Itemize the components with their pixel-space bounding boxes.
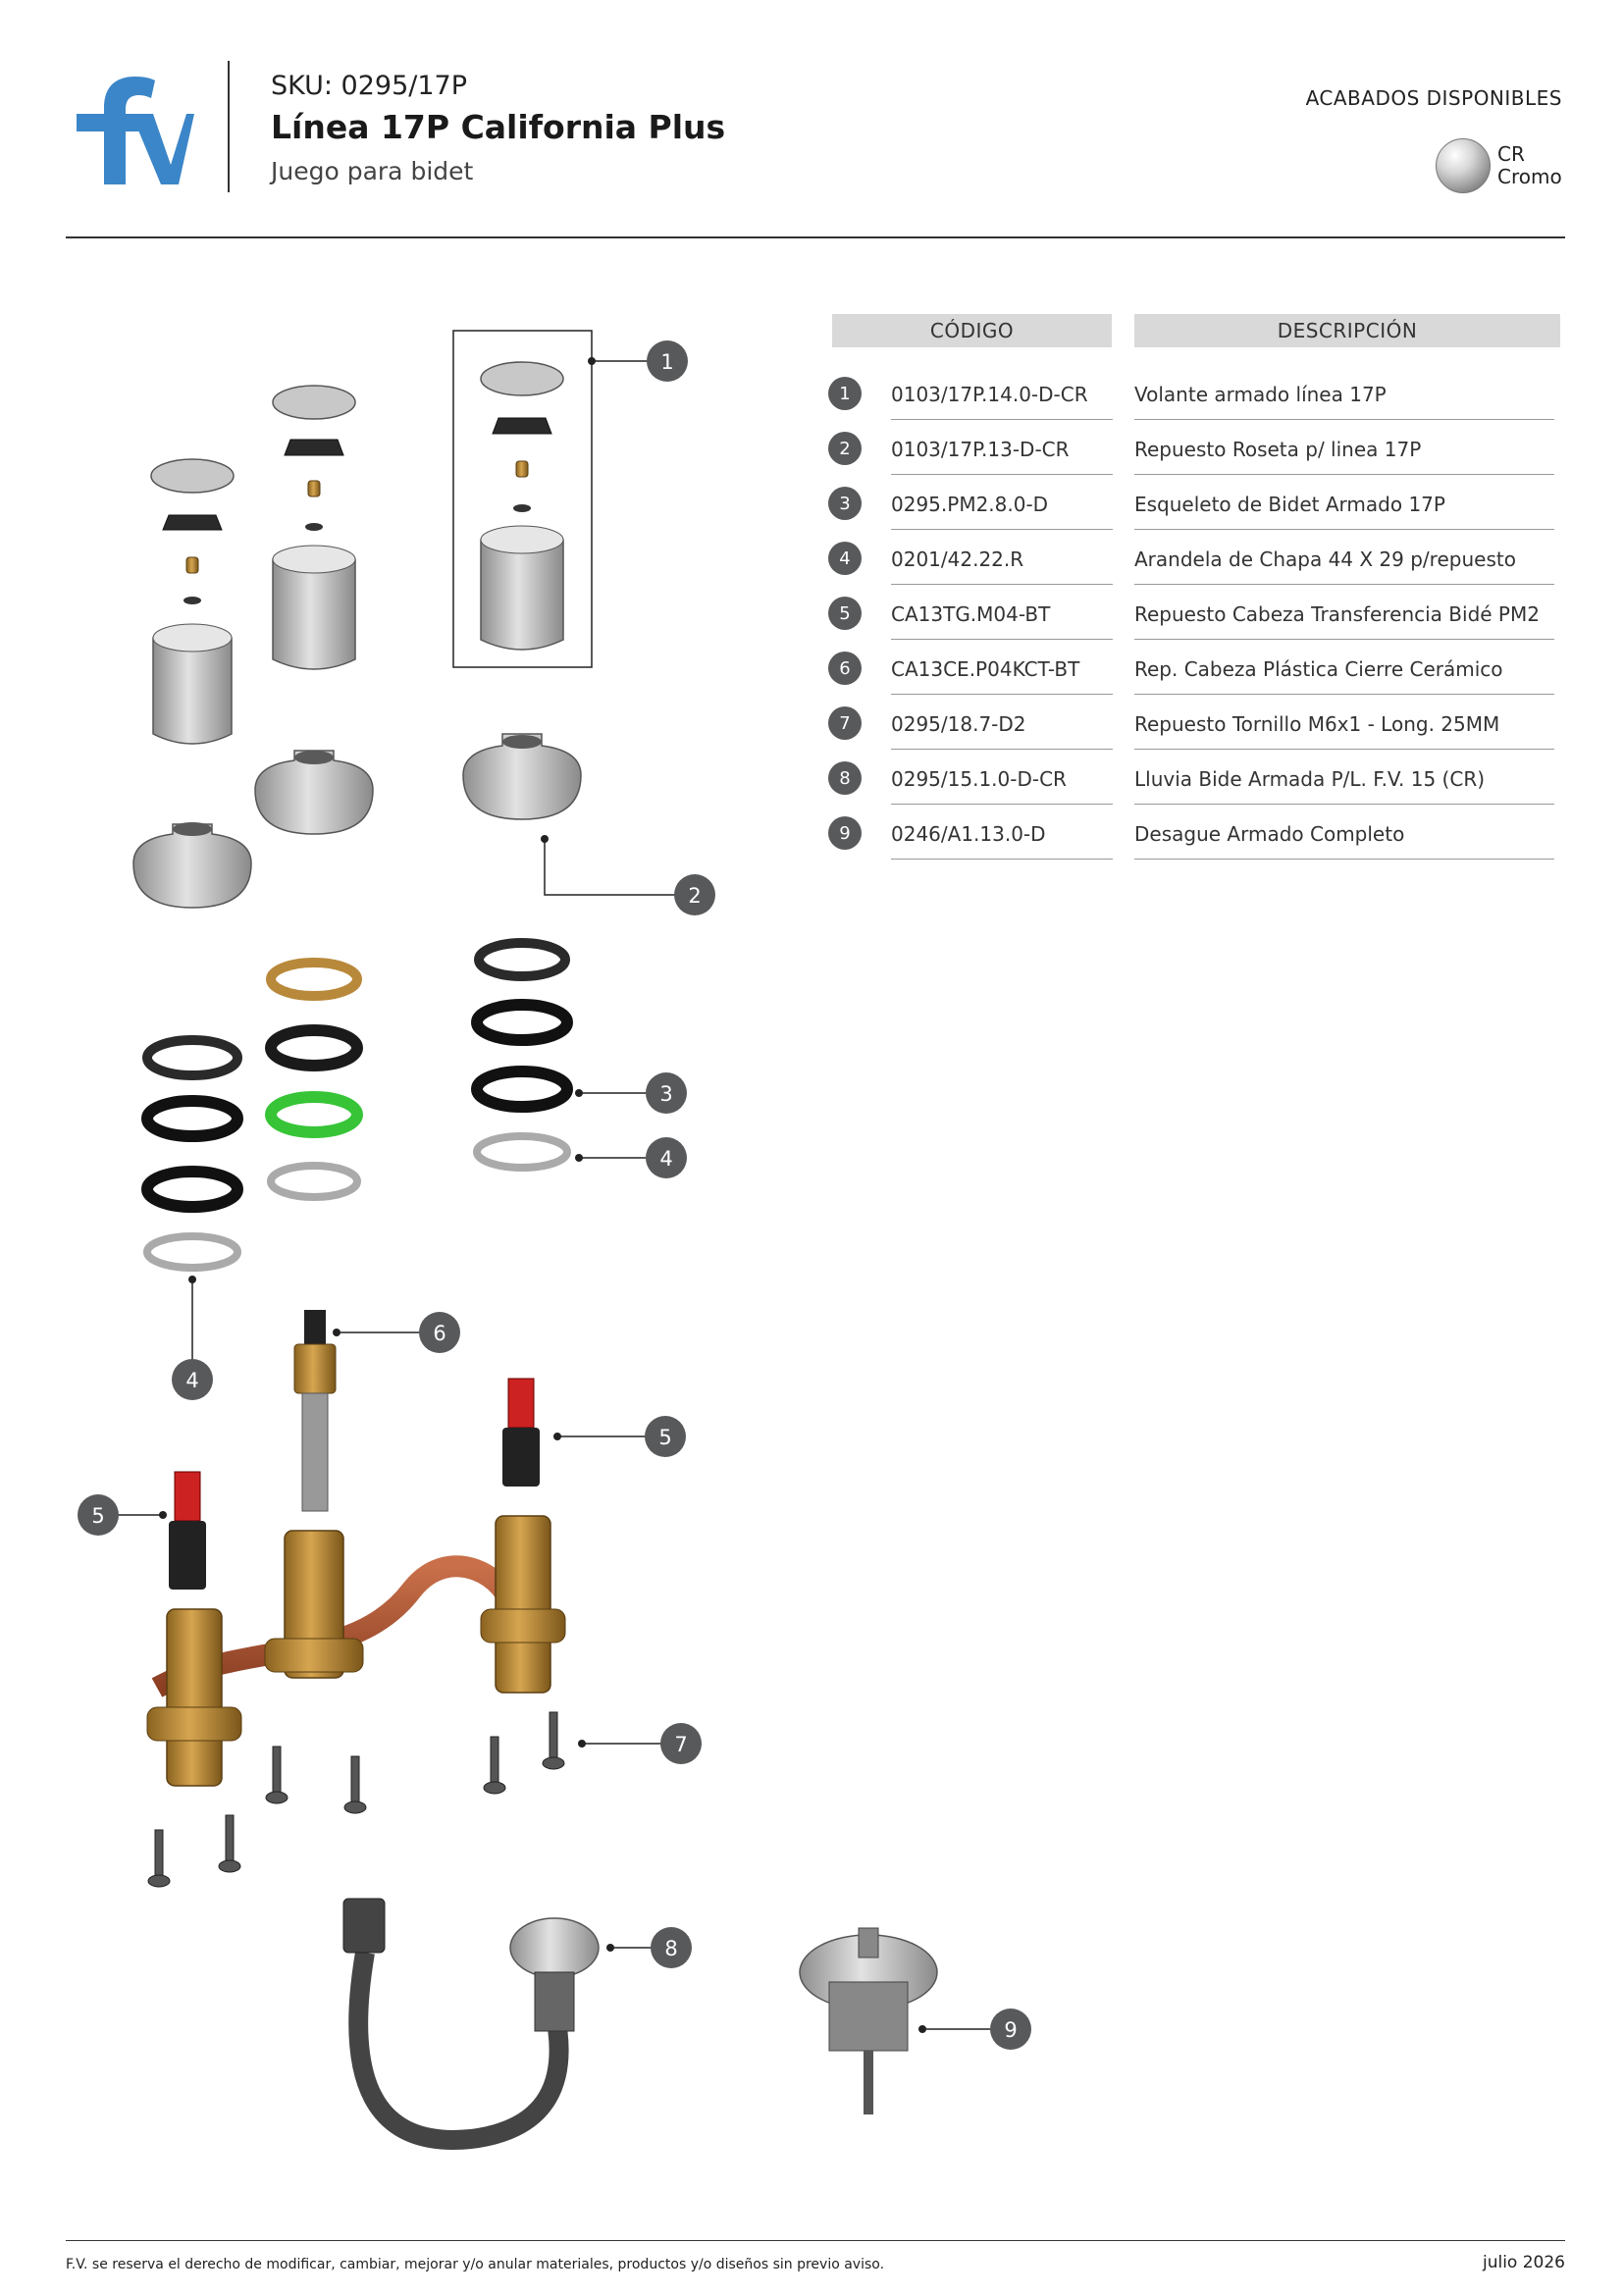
callout-badge: 4 — [172, 1359, 213, 1400]
chrome-finish-swatch — [1436, 138, 1491, 193]
part-code: CA13TG.M04-BT — [891, 602, 1051, 626]
row-divider — [891, 749, 1113, 750]
svg-text:9: 9 — [1004, 2018, 1017, 2042]
row-number-badge: 1 — [828, 377, 862, 410]
part-code: 0201/42.22.R — [891, 548, 1024, 571]
row-number-badge: 8 — [828, 761, 862, 795]
part-description: Desague Armado Completo — [1134, 822, 1405, 846]
row-divider — [1134, 859, 1554, 860]
row-divider — [891, 804, 1113, 805]
callout-badge: 8 — [651, 1927, 692, 1968]
row-divider — [891, 639, 1113, 640]
callout-badge: 2 — [674, 874, 715, 915]
row-number-badge: 6 — [828, 652, 862, 685]
sku-label: SKU: 0295/17P — [271, 71, 468, 101]
svg-text:3: 3 — [659, 1082, 672, 1106]
row-divider — [891, 529, 1113, 530]
footer-divider — [66, 2240, 1565, 2241]
part-description: Arandela de Chapa 44 X 29 p/repuesto — [1134, 548, 1516, 571]
table-row: 9 0246/A1.13.0-D Desague Armado Completo — [824, 805, 1560, 860]
row-divider — [1134, 584, 1554, 585]
finish-name: Cromo — [1497, 165, 1562, 188]
svg-text:4: 4 — [659, 1147, 672, 1171]
header-divider — [66, 236, 1565, 238]
svg-text:4: 4 — [185, 1369, 198, 1392]
part-description: Esqueleto de Bidet Armado 17P — [1134, 493, 1445, 516]
part-code: CA13CE.P04KCT-BT — [891, 657, 1080, 681]
row-divider — [891, 419, 1113, 420]
part-code: 0103/17P.14.0-D-CR — [891, 383, 1088, 406]
table-row: 7 0295/18.7-D2 Repuesto Tornillo M6x1 - … — [824, 695, 1560, 750]
footer-date: julio 2026 — [1482, 2253, 1565, 2272]
part-description: Repuesto Tornillo M6x1 - Long. 25MM — [1134, 712, 1500, 736]
finish-code: CR — [1497, 142, 1525, 166]
table-row: 3 0295.PM2.8.0-D Esqueleto de Bidet Arma… — [824, 475, 1560, 530]
row-number-badge: 9 — [828, 816, 862, 850]
row-divider — [891, 584, 1113, 585]
table-row: 6 CA13CE.P04KCT-BT Rep. Cabeza Plástica … — [824, 640, 1560, 695]
callout-badge: 7 — [660, 1723, 702, 1764]
part-description: Rep. Cabeza Plástica Cierre Cerámico — [1134, 657, 1503, 681]
row-divider — [1134, 749, 1554, 750]
part-code: 0246/A1.13.0-D — [891, 822, 1046, 846]
row-divider — [1134, 804, 1554, 805]
part-description: Lluvia Bide Armada P/L. F.V. 15 (CR) — [1134, 767, 1486, 791]
row-number-badge: 2 — [828, 432, 862, 465]
callout-badge: 9 — [990, 2009, 1031, 2050]
row-number-badge: 7 — [828, 706, 862, 740]
callout-badge: 5 — [645, 1416, 686, 1457]
row-divider — [1134, 474, 1554, 475]
svg-text:5: 5 — [91, 1504, 104, 1528]
part-description: Volante armado línea 17P — [1134, 383, 1387, 406]
row-divider — [1134, 639, 1554, 640]
svg-text:8: 8 — [664, 1937, 677, 1960]
part-code: 0295/15.1.0-D-CR — [891, 767, 1067, 791]
row-number-badge: 5 — [828, 597, 862, 630]
table-row: 1 0103/17P.14.0-D-CR Volante armado líne… — [824, 365, 1560, 420]
row-divider — [1134, 529, 1554, 530]
svg-text:5: 5 — [658, 1426, 671, 1449]
row-divider — [891, 474, 1113, 475]
callout-badge: 3 — [646, 1072, 687, 1114]
callout-badge: 5 — [78, 1494, 119, 1536]
column-header-description: DESCRIPCIÓN — [1134, 314, 1560, 347]
row-divider — [1134, 694, 1554, 695]
table-row: 2 0103/17P.13-D-CR Repuesto Roseta p/ li… — [824, 420, 1560, 475]
svg-text:6: 6 — [433, 1322, 445, 1345]
product-subtitle: Juego para bidet — [271, 157, 474, 185]
svg-text:2: 2 — [688, 884, 701, 908]
callout-badge: 6 — [419, 1312, 460, 1353]
part-code: 0295.PM2.8.0-D — [891, 493, 1049, 516]
table-row: 4 0201/42.22.R Arandela de Chapa 44 X 29… — [824, 530, 1560, 585]
product-title: Línea 17P California Plus — [271, 108, 726, 146]
row-divider — [1134, 419, 1554, 420]
part-description: Repuesto Roseta p/ linea 17P — [1134, 438, 1422, 461]
part-description: Repuesto Cabeza Transferencia Bidé PM2 — [1134, 602, 1540, 626]
footer-disclaimer: F.V. se reserva el derecho de modificar,… — [66, 2257, 885, 2272]
table-row: 8 0295/15.1.0-D-CR Lluvia Bide Armada P/… — [824, 750, 1560, 805]
part-code: 0295/18.7-D2 — [891, 712, 1026, 736]
row-divider — [891, 859, 1113, 860]
row-number-badge: 3 — [828, 487, 862, 520]
fv-logo — [77, 77, 194, 184]
svg-text:7: 7 — [674, 1733, 687, 1756]
row-number-badge: 4 — [828, 542, 862, 575]
exploded-view-drawing: 1 2 3 4 4 6 5 5 7 8 9 — [78, 330, 1031, 2150]
finishes-title: ACABADOS DISPONIBLES — [1305, 86, 1562, 110]
callout-badge: 1 — [647, 340, 688, 382]
part-code: 0103/17P.13-D-CR — [891, 438, 1070, 461]
column-header-code: CÓDIGO — [832, 314, 1112, 347]
header-separator — [228, 61, 230, 192]
table-row: 5 CA13TG.M04-BT Repuesto Cabeza Transfer… — [824, 585, 1560, 640]
callout-badge: 4 — [646, 1137, 687, 1178]
row-divider — [891, 694, 1113, 695]
svg-text:1: 1 — [660, 350, 673, 374]
